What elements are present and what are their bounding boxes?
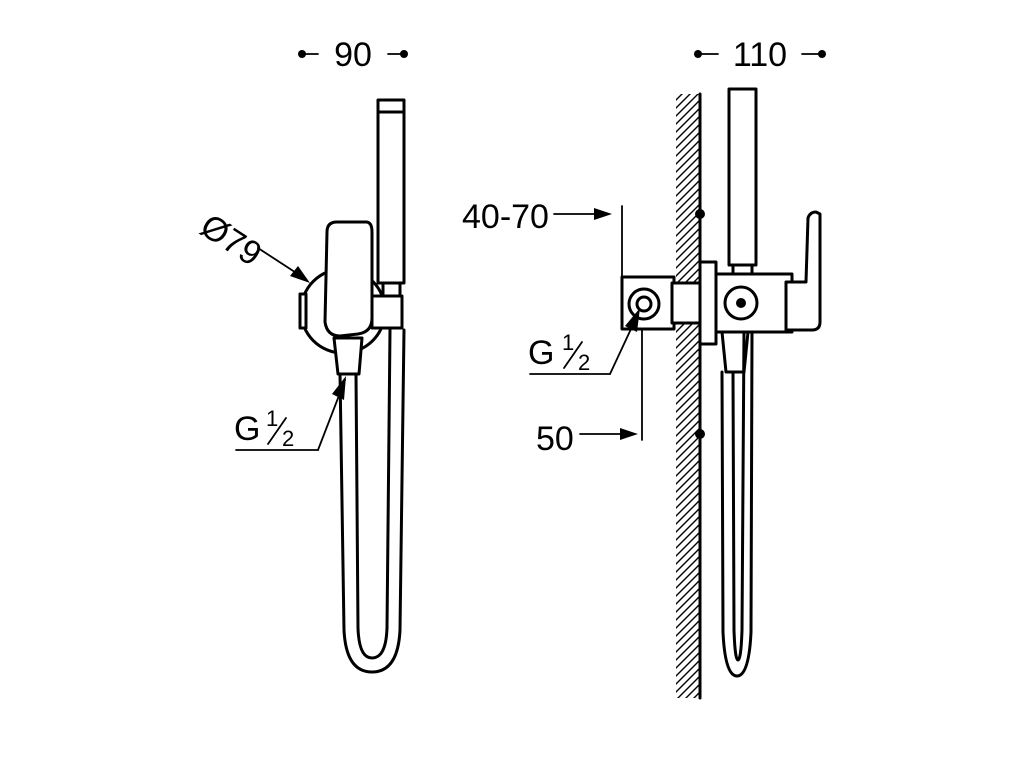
mixer-body-side	[714, 210, 822, 334]
hose-side-inner	[731, 330, 746, 662]
hand-shower-front	[376, 98, 406, 303]
hand-shower-side	[727, 87, 758, 279]
diameter-leader: Ø79	[194, 207, 310, 283]
wall-hatch	[676, 94, 700, 698]
dimension-110: 110	[694, 36, 826, 74]
wall-mark-bottom	[695, 429, 705, 439]
wall-plate-side	[698, 260, 718, 346]
front-view: 90 Ø79 G 1	[194, 36, 408, 674]
thread-left-num: 1	[266, 406, 278, 431]
dimension-90-label: 90	[334, 36, 372, 74]
outlet-nut-front	[332, 336, 364, 376]
dimension-40-70-label: 40-70	[462, 198, 549, 236]
thread-leader-left: G 1 2	[234, 376, 346, 451]
dimension-110-label: 110	[733, 36, 787, 74]
thread-left-den: 2	[282, 426, 294, 451]
holder-front	[370, 294, 404, 330]
mixer-handle-front	[323, 220, 374, 338]
dimension-50-label: 50	[536, 420, 574, 458]
dimension-40-70: 40-70	[462, 198, 623, 279]
thread-right-g: G	[528, 334, 554, 372]
thread-right-den: 2	[578, 350, 590, 375]
hose-front-outer	[338, 328, 406, 674]
dimension-90: 90	[298, 36, 408, 74]
dimension-50: 50	[536, 329, 643, 458]
hose-front-inner	[354, 328, 392, 660]
thread-left-g: G	[234, 410, 260, 448]
diameter-label: Ø79	[194, 207, 269, 274]
hose-side-outer	[720, 330, 754, 678]
thread-leader-right: G 1 2	[528, 308, 640, 375]
plate-edge	[298, 292, 308, 330]
thread-right-num: 1	[562, 330, 574, 355]
wall-mark-top	[695, 209, 705, 219]
side-view: 110	[462, 36, 826, 700]
embedded-box	[620, 275, 702, 331]
